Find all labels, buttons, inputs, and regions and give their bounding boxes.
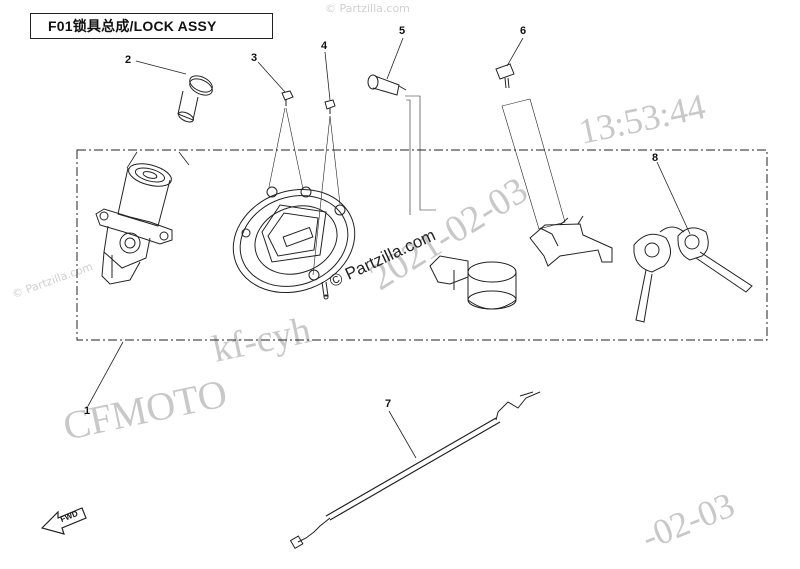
part-plug	[177, 75, 213, 123]
callout-4: 4	[321, 40, 328, 52]
part-cable	[289, 391, 541, 550]
title-box	[30, 13, 273, 39]
callout-1: 1	[84, 405, 91, 417]
callout-2: 2	[125, 54, 132, 66]
part-bolt-6	[495, 63, 515, 89]
part-bolt-5	[367, 74, 407, 96]
callout-6: 6	[520, 25, 527, 37]
part-screw-3	[281, 90, 294, 106]
callout-7: 7	[385, 398, 392, 410]
fwd-arrow	[40, 507, 87, 535]
callout-5: 5	[399, 25, 406, 37]
diagram-title: F01锁具总成/LOCK ASSY	[48, 18, 217, 34]
part-keys	[633, 226, 753, 323]
callout-8: 8	[652, 152, 659, 164]
callout-3: 3	[251, 52, 258, 64]
part-fuel-cap	[232, 186, 356, 300]
assembly-boundary	[76, 149, 768, 341]
part-clamp-ring	[429, 255, 517, 310]
part-ignition-cylinder	[95, 163, 173, 285]
part-bracket	[529, 215, 613, 267]
part-screw-4	[324, 99, 336, 114]
